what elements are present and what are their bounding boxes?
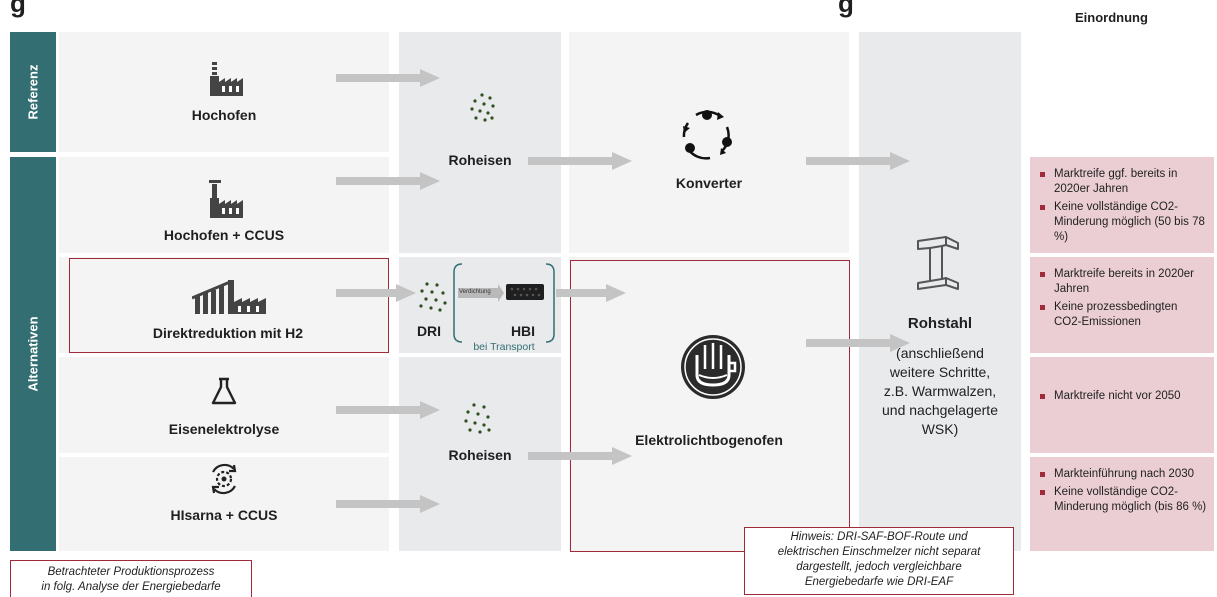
rohstahl-note-line: weitere Schritte, bbox=[889, 364, 991, 380]
legend-line: in folg. Analyse der Energiebedarfe bbox=[41, 581, 221, 593]
rohstahl-note-line: z.B. Warmwalzen, bbox=[883, 383, 997, 399]
label-roheisen-bottom: Roheisen bbox=[448, 447, 512, 463]
legend-line: Betrachteter Produktionsprozess bbox=[47, 566, 215, 578]
side-label-alternativen: Alternativen bbox=[10, 157, 56, 551]
arrow-eisenelektrolyse bbox=[336, 401, 440, 419]
flask-icon bbox=[211, 377, 237, 405]
hinweis-note: Hinweis: DRI-SAF-BOF-Route und elektrisc… bbox=[744, 527, 1014, 595]
einordnung-item: Keine prozessbedingten CO2-Emissionen bbox=[1040, 300, 1208, 330]
title-fragment-left: g bbox=[10, 0, 26, 18]
dri-hbi-bracket bbox=[453, 263, 555, 343]
arrow-roheisen-konverter bbox=[528, 152, 632, 170]
factory-chimney-icon bbox=[209, 180, 243, 218]
panel-elektrolichtbogenofen bbox=[569, 257, 849, 551]
label-hbi: HBI bbox=[510, 323, 536, 339]
column-roheisen-top bbox=[399, 32, 561, 253]
arrow-eaf-rohstahl bbox=[806, 334, 910, 352]
gear-cycle-icon bbox=[211, 463, 237, 495]
direct-reduction-plant-icon bbox=[192, 280, 266, 314]
einordnung-box-direktreduktion: Marktreife bereits in 2020er Jahren Kein… bbox=[1030, 257, 1214, 353]
legend-box: Betrachteter Produktionsprozess in folg.… bbox=[10, 560, 252, 597]
side-label-referenz: Referenz bbox=[10, 32, 56, 152]
arrow-hisarna bbox=[336, 495, 440, 513]
einordnung-item: Keine vollständige CO2-Minderung möglich… bbox=[1040, 486, 1207, 513]
einordnung-heading: Einordnung bbox=[1075, 10, 1148, 25]
rohstahl-note-line: und nachgelagerte bbox=[882, 402, 998, 418]
label-eisenelektrolyse: Eisenelektrolyse bbox=[168, 421, 280, 437]
label-dri: DRI bbox=[416, 323, 442, 339]
pellets-icon-dri bbox=[419, 282, 447, 312]
arrow-hochofen bbox=[336, 69, 440, 87]
label-bei-transport: bei Transport bbox=[473, 341, 535, 353]
einordnung-box-hochofen-ccus: Marktreife ggf. bereits in 2020er Jahren… bbox=[1030, 157, 1214, 253]
einordnung-item: Markteinführung nach 2030 bbox=[1040, 467, 1208, 482]
title-fragment-right: g bbox=[838, 0, 854, 18]
column-dri-hbi bbox=[399, 257, 561, 353]
einordnung-box-eisenelektrolyse: Marktreife nicht vor 2050 bbox=[1030, 357, 1214, 453]
column-rohstahl bbox=[859, 32, 1021, 551]
hinweis-line: dargestellt, jedoch vergleichbare bbox=[796, 561, 962, 573]
label-hisarna: HIsarna + CCUS bbox=[170, 507, 278, 523]
label-konverter: Konverter bbox=[675, 175, 743, 191]
cycle-arrows-icon bbox=[682, 110, 732, 160]
label-verdichtung: Verdichtung bbox=[459, 289, 491, 295]
label-hochofen-ccus: Hochofen + CCUS bbox=[163, 227, 285, 243]
label-rohstahl: Rohstahl bbox=[907, 315, 973, 332]
hinweis-line: Hinweis: DRI-SAF-BOF-Route und bbox=[790, 531, 968, 543]
einordnung-item: Marktreife ggf. bereits in 2020er Jahren bbox=[1040, 167, 1208, 197]
arrow-roheisen-eaf bbox=[528, 447, 632, 465]
label-hochofen: Hochofen bbox=[191, 107, 257, 123]
einordnung-box-hisarna: Markteinführung nach 2030 Keine vollstän… bbox=[1030, 457, 1214, 551]
rohstahl-note-line: (anschließend bbox=[896, 345, 984, 361]
rohstahl-note: (anschließend weitere Schritte, z.B. War… bbox=[859, 344, 1021, 439]
arrow-konverter-rohstahl bbox=[806, 152, 910, 170]
arrow-hochofen-ccus bbox=[336, 172, 440, 190]
arrow-hbi-eaf bbox=[556, 284, 626, 302]
panel-konverter bbox=[569, 32, 849, 253]
factory-icon bbox=[210, 62, 243, 96]
rohstahl-note-line: WSK) bbox=[921, 421, 959, 437]
label-direktreduktion: Direktreduktion mit H2 bbox=[152, 325, 304, 341]
einordnung-item: Marktreife bereits in 2020er Jahren bbox=[1040, 267, 1208, 297]
steel-beam-icon bbox=[917, 236, 959, 290]
highlight-direktreduktion bbox=[69, 258, 389, 353]
hinweis-line: Energiebedarfe wie DRI-EAF bbox=[804, 576, 954, 588]
pellets-icon-bottom bbox=[464, 403, 491, 434]
label-elektrolichtbogenofen: Elektrolichtbogenofen bbox=[635, 432, 783, 448]
highlight-elektrolichtbogenofen bbox=[570, 260, 850, 552]
einordnung-item: Marktreife nicht vor 2050 bbox=[1040, 389, 1208, 404]
arc-furnace-icon bbox=[681, 335, 745, 399]
label-roheisen-top: Roheisen bbox=[448, 152, 512, 168]
hinweis-line: elektrischen Einschmelzer nicht separat bbox=[777, 546, 981, 558]
arrow-direktreduktion bbox=[336, 284, 416, 302]
einordnung-item: Keine vollständige CO2-Minderung möglich… bbox=[1040, 200, 1208, 245]
panel-eisenelektrolyse bbox=[59, 357, 389, 453]
pellets-icon-top bbox=[470, 93, 495, 122]
